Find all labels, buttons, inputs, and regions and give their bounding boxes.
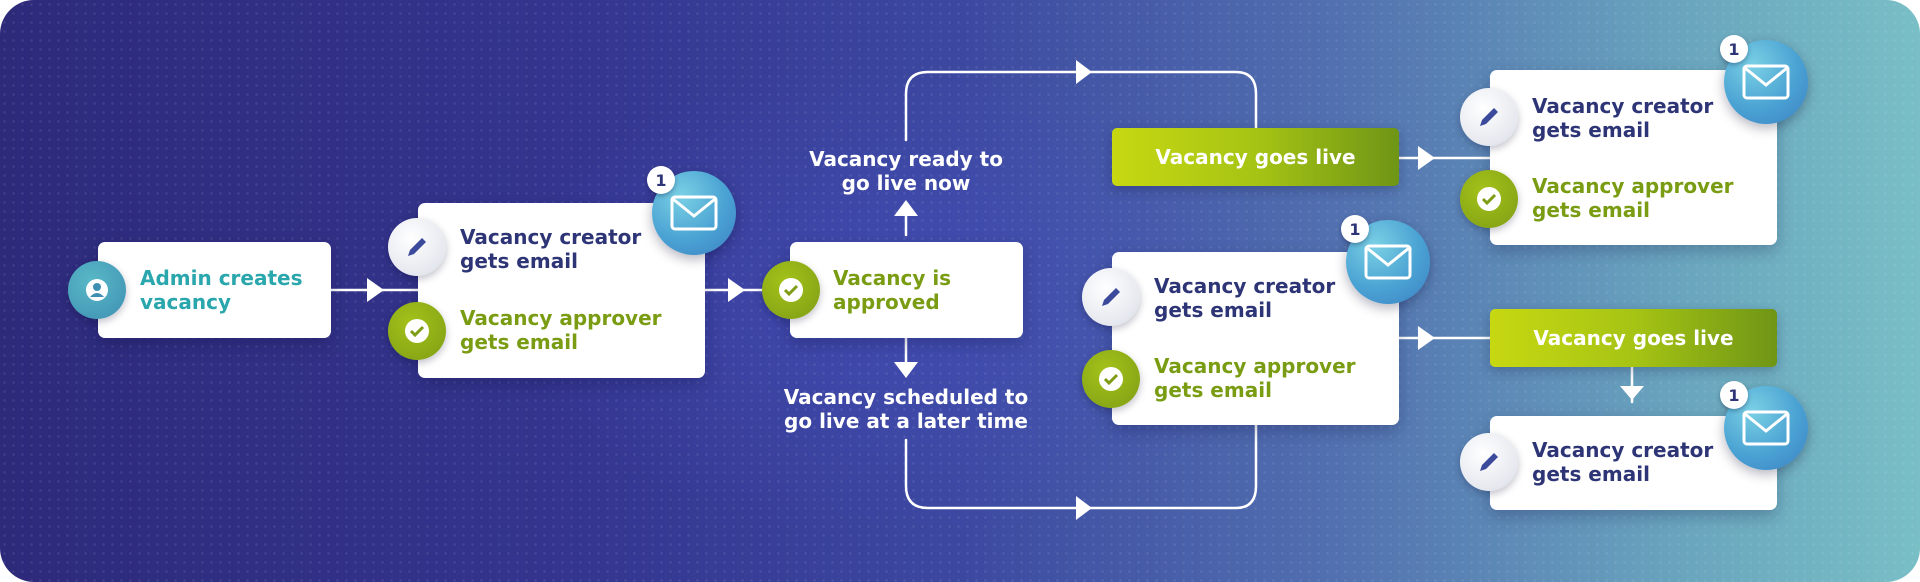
pen-icon — [388, 218, 446, 276]
approver-email-text: Vacancy approver gets email — [460, 306, 662, 354]
check-badge-icon — [1460, 170, 1518, 228]
admin-creates-text: Admin creates vacancy — [140, 266, 303, 314]
count-badge: 1 — [1720, 35, 1748, 63]
count-badge: 1 — [1341, 215, 1369, 243]
count-badge: 1 — [1720, 381, 1748, 409]
approver-email-text: Vacancy approver gets email — [1154, 354, 1356, 402]
admin-creates-card — [98, 242, 331, 338]
pen-icon — [1082, 268, 1140, 326]
admin-icon — [68, 261, 126, 319]
creator-email-text: Vacancy creator gets email — [460, 225, 642, 273]
count-badge: 1 — [647, 166, 675, 194]
creator-email-text: Vacancy creator gets email — [1154, 274, 1336, 322]
creator-email-text: Vacancy creator gets email — [1532, 438, 1714, 486]
pen-icon — [1460, 433, 1518, 491]
creator-email-text: Vacancy creator gets email — [1532, 94, 1714, 142]
goes-live-pill-now: Vacancy goes live — [1112, 128, 1399, 186]
check-badge-icon — [388, 302, 446, 360]
pen-icon — [1460, 88, 1518, 146]
approved-card — [790, 242, 1023, 338]
check-badge-icon — [762, 261, 820, 319]
goes-live-pill-later: Vacancy goes live — [1490, 309, 1777, 367]
check-badge-icon — [1082, 350, 1140, 408]
branch-now-label: Vacancy ready to go live now — [809, 147, 1003, 195]
approver-email-text: Vacancy approver gets email — [1532, 174, 1734, 222]
approved-text: Vacancy is approved — [833, 266, 952, 314]
branch-later-label: Vacancy scheduled to go live at a later … — [783, 385, 1029, 433]
